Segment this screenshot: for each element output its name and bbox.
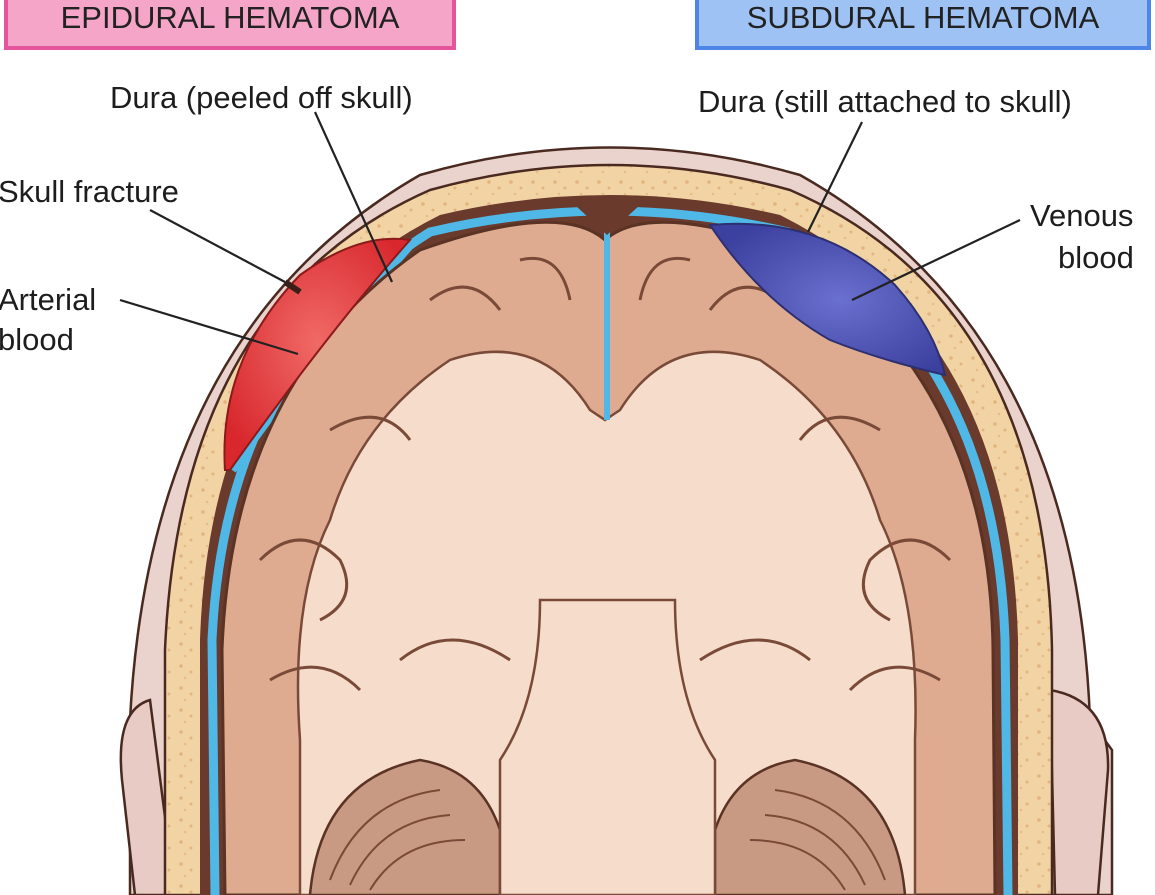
brainstem	[498, 598, 717, 895]
left-ear	[119, 698, 177, 895]
venous-label: Venous	[1030, 198, 1134, 233]
gyri-detail	[258, 256, 952, 692]
epidural-header: EPIDURAL HEMATOMA	[4, 0, 456, 50]
venous-blood-region	[708, 222, 947, 377]
dura-attached-label: Dura (still attached to skull)	[698, 84, 1072, 119]
leader-lines	[119, 111, 1021, 356]
dura-peeled-label: Dura (peeled off skull)	[110, 80, 413, 115]
arterial-blood-region	[223, 237, 412, 471]
arterial-label-line2: blood	[0, 322, 74, 357]
venous-label-line2: blood	[1058, 240, 1134, 275]
skull-fracture-mark	[283, 279, 302, 295]
falx-top	[575, 205, 640, 235]
skull-fracture-label: Skull fracture	[0, 174, 179, 209]
subdural-header: SUBDURAL HEMATOMA	[695, 0, 1151, 50]
right-ear	[1048, 688, 1110, 895]
arterial-label: Arterial	[0, 282, 97, 317]
cerebellum	[308, 758, 907, 895]
